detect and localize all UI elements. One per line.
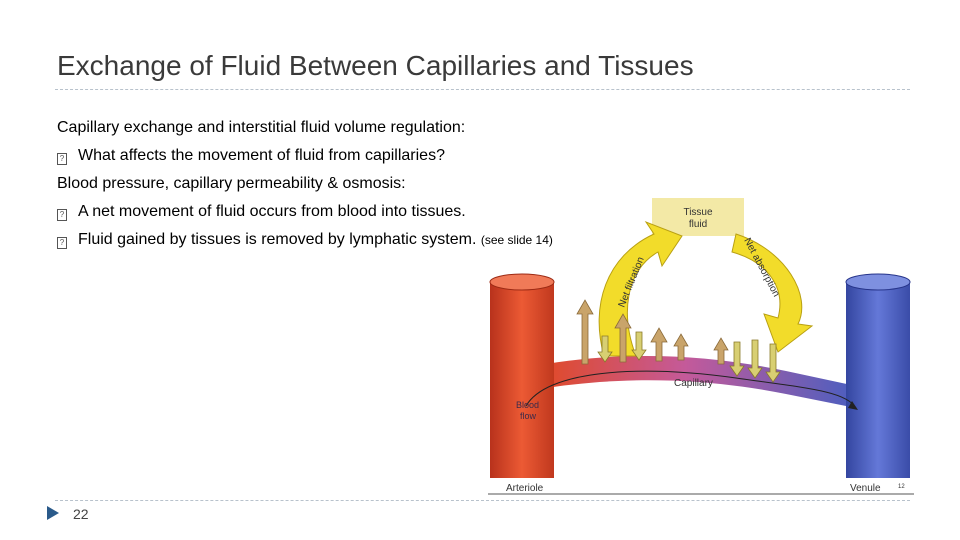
bullet-3-note: (see slide 14)	[480, 233, 553, 247]
filtration-small-arrows	[576, 299, 668, 365]
footer-divider	[55, 500, 910, 501]
bullet-3: ? Fluid gained by tissues is removed by l…	[57, 231, 553, 249]
blood-flow-label-2: flow	[520, 411, 537, 421]
bullet-2: ? A net movement of fluid occurs from blo…	[57, 203, 466, 221]
body-line-1: Capillary exchange and interstitial flui…	[57, 119, 466, 136]
capillary-exchange-figure: Tissue fluid Net filtration Net absorpti…	[488, 198, 914, 495]
capillary-label: Capillary	[674, 378, 713, 389]
absorption-up-arrows	[673, 333, 729, 365]
arteriole-vessel	[490, 282, 554, 478]
page-number: 22	[73, 506, 89, 522]
absorption-small-arrows	[597, 331, 781, 383]
capillary-vessel	[546, 355, 856, 408]
title-divider	[55, 89, 910, 90]
bullet-1: ? What affects the movement of fluid from…	[57, 147, 445, 165]
tissue-fluid-label-1: Tissue	[683, 207, 713, 218]
blood-flow-label-1: Blood	[516, 400, 539, 410]
body-line-2: Blood pressure, capillary permeability &…	[57, 175, 406, 192]
bullet-3-text: Fluid gained by tissues is removed by ly…	[78, 231, 477, 248]
venule-label: Venule	[850, 483, 881, 494]
net-absorption-arrow	[731, 233, 814, 353]
slide-title: Exchange of Fluid Between Capillaries an…	[57, 50, 694, 81]
figure-number: 12	[898, 484, 905, 490]
bullet-2-text: A net movement of fluid occurs from bloo…	[78, 203, 466, 220]
tissue-fluid-label-2: fluid	[689, 219, 707, 230]
arteriole-label: Arteriole	[506, 483, 544, 494]
bullet-box-icon: ?	[57, 153, 67, 165]
bullet-box-icon: ?	[57, 209, 67, 221]
venule-vessel	[846, 282, 910, 478]
bullet-1-text: What affects the movement of fluid from …	[78, 147, 445, 164]
tissue-fluid-box	[652, 198, 744, 236]
bullet-box-icon: ?	[57, 237, 67, 249]
triangle-bullet-icon	[47, 506, 59, 520]
